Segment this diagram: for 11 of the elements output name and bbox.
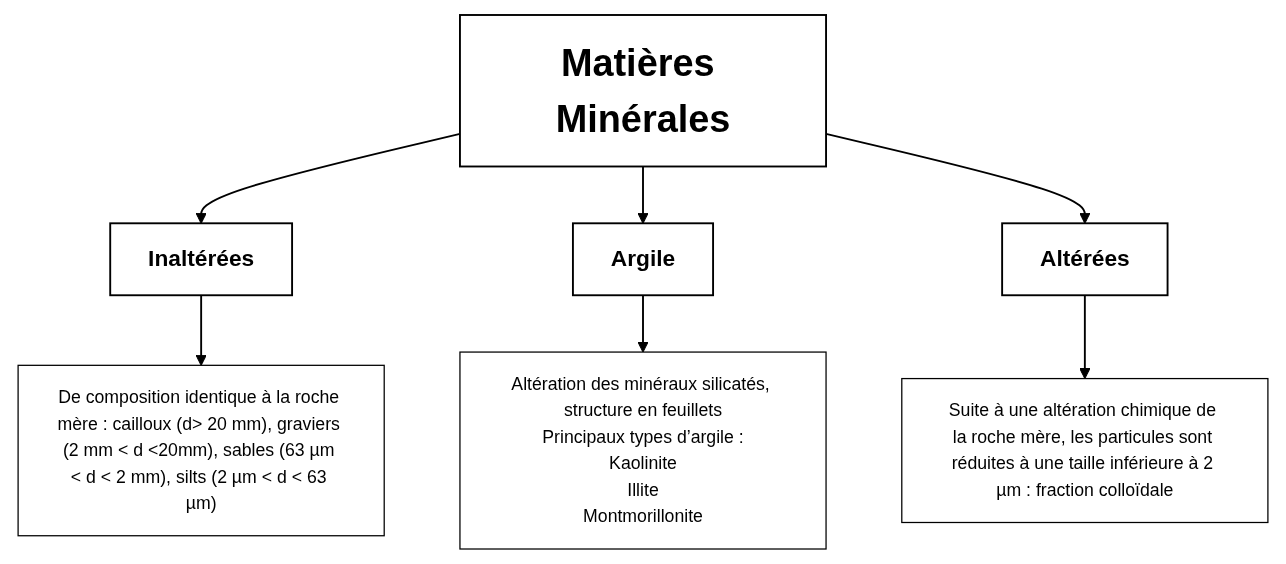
arrow [637, 165, 649, 224]
node-box: Matières Minérales [459, 14, 827, 168]
node-box: Altération des minéraux silicatés, structure en feuillets Principaux types d’argile : Kaolinite Illite Montmorillonite [459, 351, 827, 550]
arrow [195, 294, 207, 366]
node-box: Altérées [1001, 222, 1169, 297]
node-box: Suite à une altération chimique de la roche mère, les particules sont réduites à une taille inférieure à 2 µm : fraction colloïdale [901, 377, 1269, 524]
arrow [1079, 294, 1091, 380]
node-box: Argile [572, 222, 714, 297]
node-box: Inaltérées [109, 222, 294, 297]
arrow [637, 294, 649, 353]
node-box: De composition identique à la roche mère : cailloux (d> 20 mm), graviers (2 mm < d <20mm), sables (63 µm < d < 2 mm), silts (2 µm < d < 63 µm) [17, 364, 385, 537]
